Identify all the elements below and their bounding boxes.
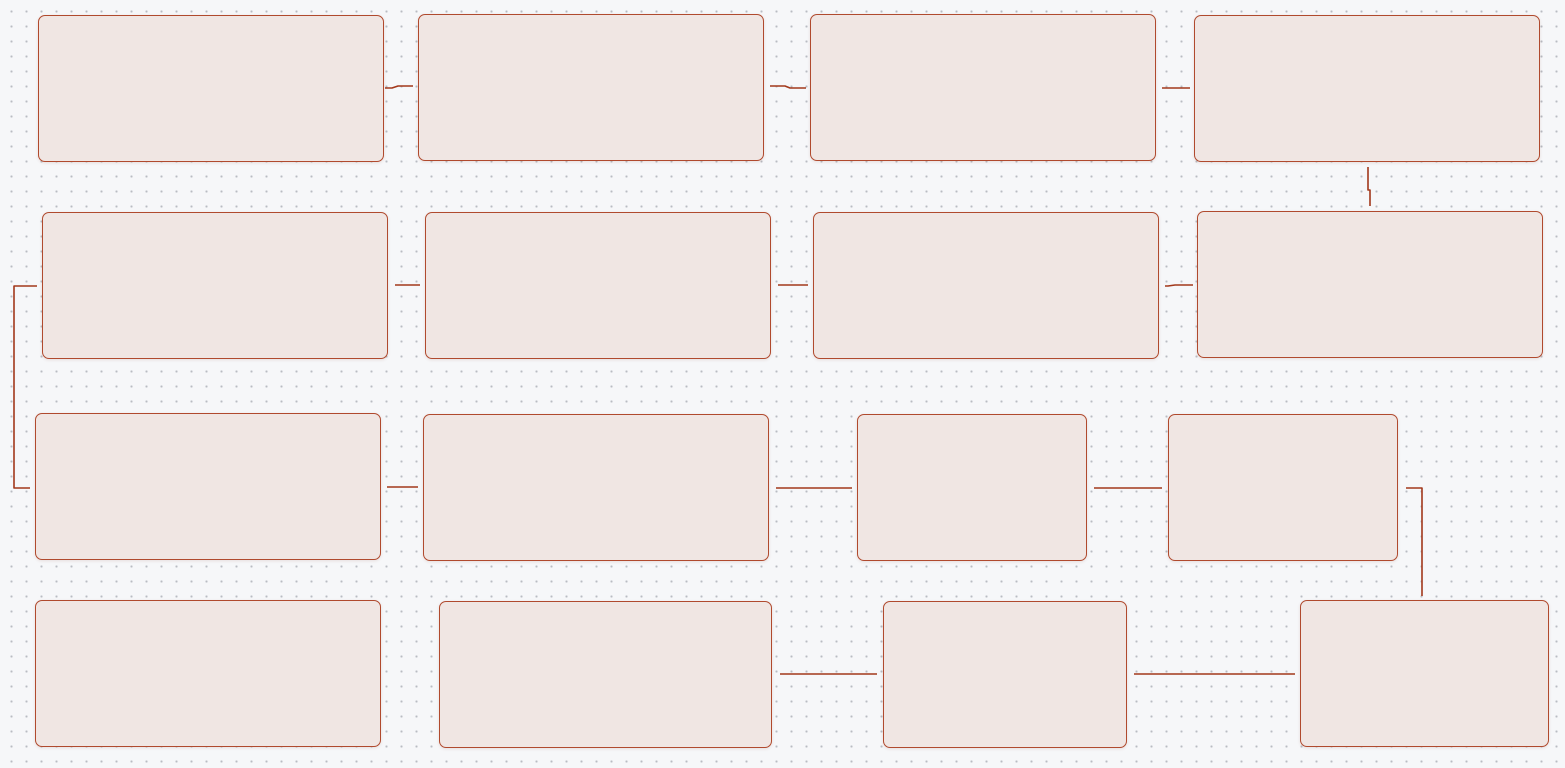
edge-pcl-to-wireless-industrial-network[interactable] [1406,487,1423,596]
node-network-ips[interactable] [418,14,764,161]
node-remote-terminal-unit[interactable] [857,414,1087,561]
edge-network-ips-to-corporate-lt[interactable] [770,85,806,89]
edge-corporate-firewall-to-network-ips[interactable] [385,85,413,89]
node-supervision-console-1[interactable] [813,212,1159,359]
node-production-management[interactable] [1197,211,1543,358]
node-pcl[interactable] [1168,414,1398,561]
node-supervision-console-2[interactable] [42,212,388,359]
edge-supervision-console-2-to-mantenance-laptop[interactable] [13,285,37,489]
node-corporate-lt[interactable] [810,14,1156,161]
node-erp-server[interactable] [1194,15,1540,162]
node-data-historian[interactable] [425,212,771,359]
edge-production-management-to-supervision-console-1[interactable] [1165,284,1193,287]
node-work-station[interactable] [883,601,1127,748]
node-inspection-network[interactable] [423,414,769,561]
edge-erp-server-to-production-management[interactable] [1367,167,1371,206]
node-video-infraestructura[interactable] [35,600,381,747]
node-wireless-industrial-network[interactable] [1300,600,1549,747]
node-corporate-firewall[interactable] [38,15,384,162]
node-mantenance-laptop[interactable] [35,413,381,560]
node-movil[interactable] [439,601,772,748]
